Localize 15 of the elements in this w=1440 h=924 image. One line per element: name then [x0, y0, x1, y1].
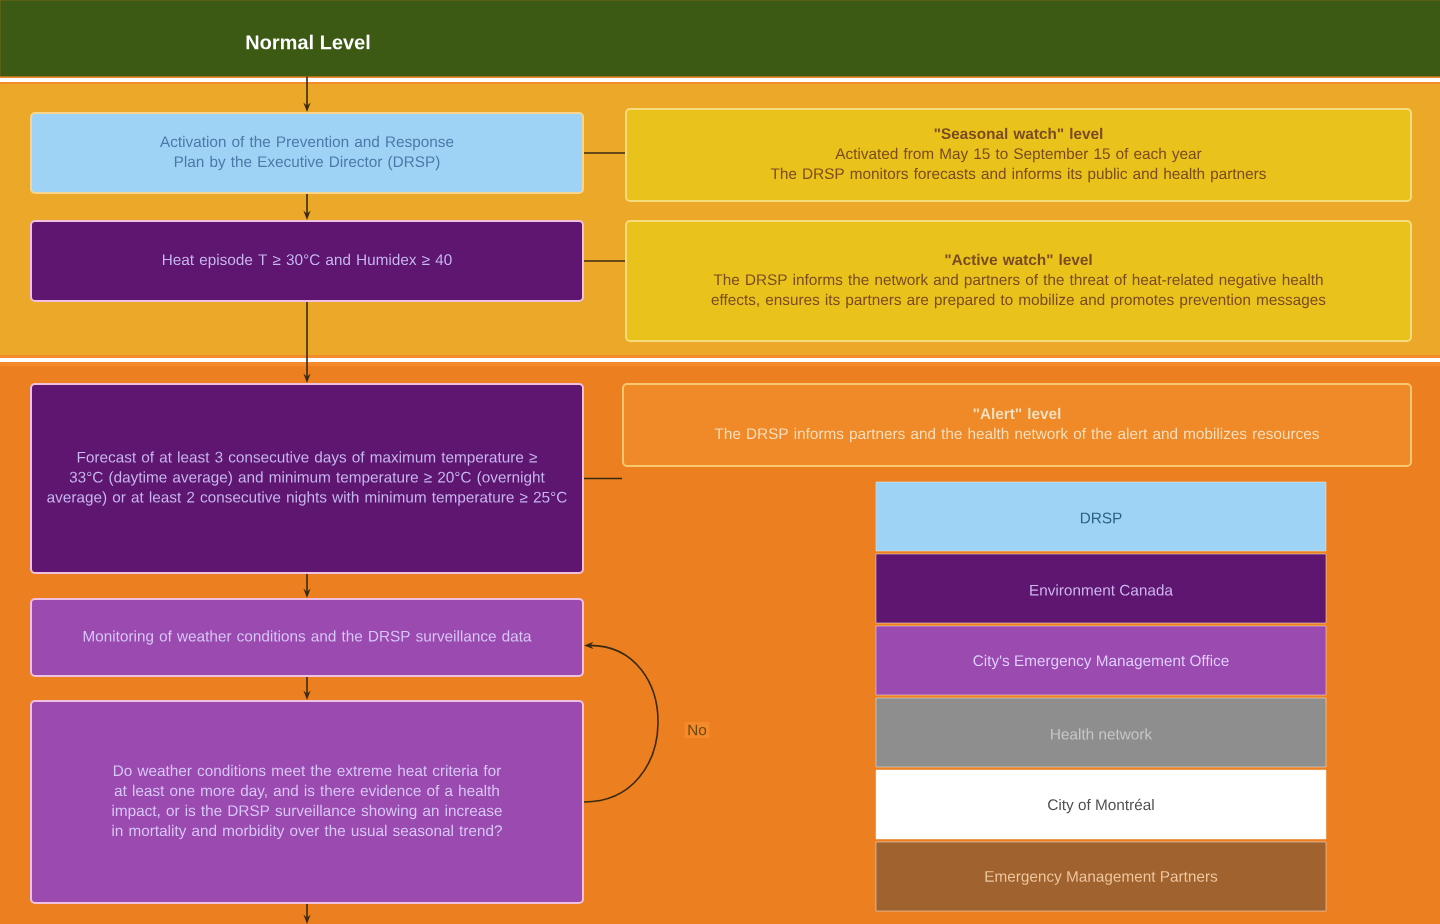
process-box: Activation of the Prevention and Response Plan by the Executive Director (DRSP) [30, 112, 584, 194]
level-box: "Seasonal watch" level Activated from May 15 to September 15 of each year The DRSP monitors forecasts and informs its public and health partners [625, 108, 1412, 202]
legend-item: Emergency Management Partners [875, 841, 1327, 912]
legend-item: City's Emergency Management Office [875, 625, 1327, 696]
level-band: Normal Level [0, 0, 1440, 77]
legend-item: City of Montréal [875, 769, 1327, 840]
level-box: "Alert" level The DRSP informs partners and the health network of the alert and mobilizes resources [622, 383, 1412, 467]
legend-item: Health network [875, 697, 1327, 768]
legend-item: DRSP [875, 481, 1327, 552]
level-box: "Active watch" level The DRSP informs the network and partners of the threat of heat-related negative health effects, ensures its partners are prepared to mobilize and promotes prevention messages [625, 220, 1412, 342]
process-box: Heat episode T ≥ 30°C and Humidex ≥ 40 [30, 220, 584, 302]
process-box: Forecast of at least 3 consecutive days of maximum temperature ≥ 33°C (daytime average) and minimum temperature ≥ 20°C (overnight average) or at least 2 consecutive nights with minimum temperature ≥ 25°C [30, 383, 584, 574]
process-box: Monitoring of weather conditions and the DRSP surveillance data [30, 598, 584, 677]
legend-item: Environment Canada [875, 553, 1327, 624]
process-box: Do weather conditions meet the extreme heat criteria for at least one more day, and is there evidence of a health impact, or is the DRSP surveillance showing an increase in mortality and morbidity over the usual seasonal trend? [30, 700, 584, 904]
